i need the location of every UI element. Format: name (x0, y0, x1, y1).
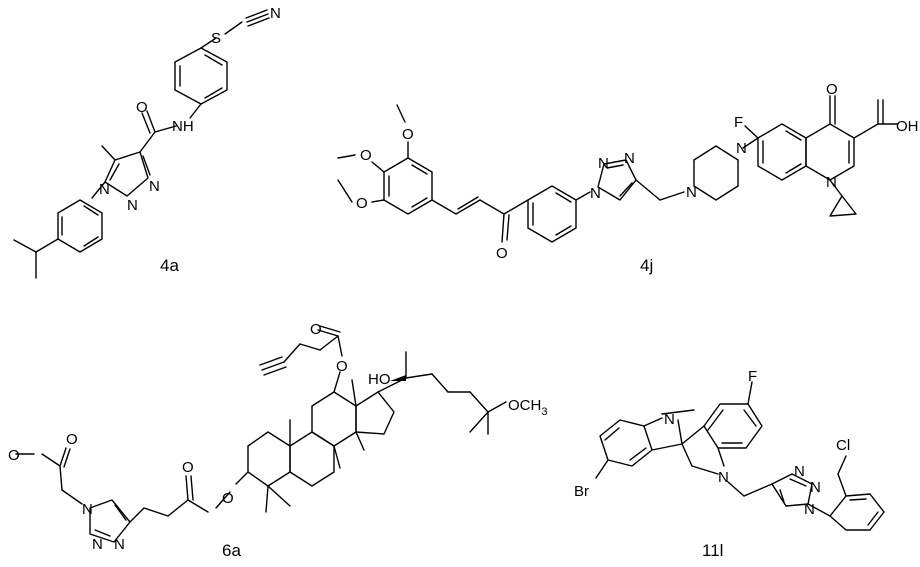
label-11l: 11l (702, 541, 723, 560)
molecule-4j: O O O O N N N N N F O OH N 4j (337, 81, 919, 275)
atom-o-c: O (356, 195, 368, 212)
atom-o-enone: O (496, 245, 508, 262)
atom-o-ester2: O (222, 490, 234, 507)
atom-n-t2: N (598, 155, 609, 172)
label-6a: 6a (222, 541, 241, 560)
atom-n1: N (99, 181, 110, 198)
atom-n-t1: N (590, 185, 601, 202)
atom-n-t1: N (82, 501, 93, 518)
atom-n-t2: N (92, 536, 103, 553)
atom-n-t1: N (794, 463, 805, 480)
atom-n2: N (127, 197, 138, 214)
atom-n-nitrile: N (270, 5, 281, 22)
atom-br: Br (574, 483, 589, 500)
atom-f: F (734, 114, 743, 131)
atom-n-q: N (826, 174, 837, 191)
molecule-6a: O O N N N O O O O HO OCH3 6a (8, 321, 547, 560)
atom-o: O (136, 99, 148, 116)
atom-o-ester1: O (8, 447, 20, 464)
atom-och3: OCH3 (508, 397, 547, 418)
atom-n-t3: N (114, 536, 125, 553)
atom-f: F (748, 368, 757, 385)
atom-cl: Cl (836, 437, 850, 454)
molecule-11l: N N F Br Cl N N N 11l (574, 368, 885, 560)
atom-n-imine: N (664, 411, 675, 428)
atom-oh: OH (896, 118, 919, 135)
atom-o-keto: O (826, 81, 838, 98)
atom-n-pip1: N (686, 184, 697, 201)
atom-o-carbonyl1: O (66, 431, 78, 448)
atom-o-a: O (402, 126, 414, 143)
atom-n-t3: N (804, 501, 815, 518)
atom-o-b: O (360, 147, 372, 164)
atom-n3: N (149, 178, 160, 195)
atom-n-t3: N (624, 150, 635, 167)
atom-n-ring: N (718, 469, 729, 486)
atom-nh: NH (172, 118, 194, 135)
label-4j: 4j (640, 256, 653, 275)
molecule-4a: S N NH O N N N 4a (13, 5, 281, 279)
atom-ho: HO (368, 371, 391, 388)
atom-o-ester4: O (310, 321, 322, 338)
atom-s: S (211, 30, 221, 47)
atom-n-pip2: N (736, 140, 747, 157)
atom-n-t2: N (810, 479, 821, 496)
label-4a: 4a (160, 256, 179, 275)
atom-o-ester3: O (336, 358, 348, 375)
atom-o-carbonyl2: O (182, 459, 194, 476)
